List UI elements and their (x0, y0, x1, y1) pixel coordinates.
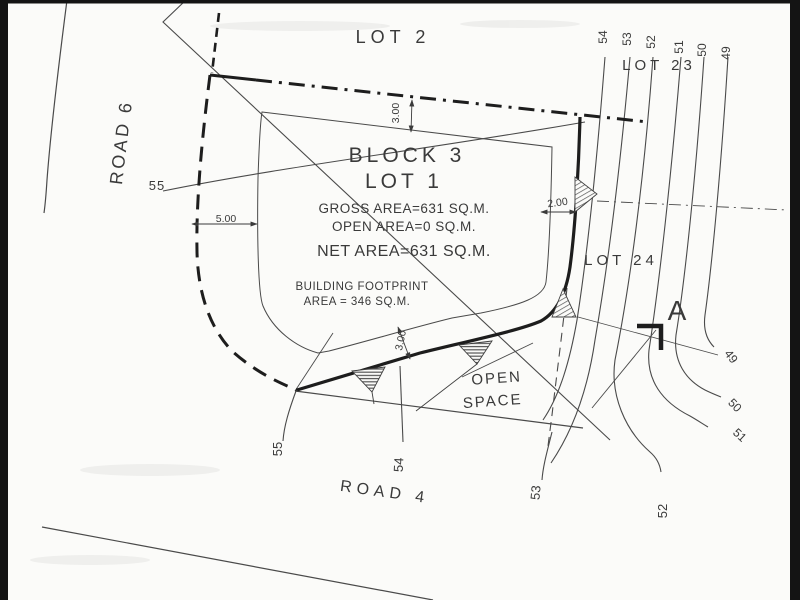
section-a-label: A (668, 295, 687, 326)
road-6-edge-line (43, 0, 68, 214)
section-marker-a (591, 323, 664, 409)
block-3-label: BLOCK 3 (349, 144, 466, 167)
section-a-mark (637, 323, 664, 350)
scan-border-right (790, 0, 800, 600)
contour-top-54-label: 54 (596, 30, 610, 44)
road-4-south-edge-line (41, 526, 434, 600)
scan-border-top (0, 0, 800, 4)
section-a-leader-line (591, 329, 657, 409)
contour-bottom-53-label: 53 (527, 485, 543, 501)
dim-line-3m-top (408, 99, 415, 133)
contour-top-50-label: 50 (695, 43, 709, 57)
dim-200-label: 2.00 (547, 196, 569, 211)
thin-linework (41, 0, 611, 600)
scan-border-left (0, 0, 8, 600)
contour-bottom-52-label: 52 (655, 504, 670, 518)
contour-53-line (550, 56, 631, 464)
open-space-label-2: SPACE (462, 391, 523, 412)
contour-lines (162, 56, 788, 481)
open-space-label-1: OPEN (471, 368, 523, 388)
net-area-label: NET AREA=631 SQ.M. (317, 243, 491, 260)
lot-24-label: LOT 24 (584, 252, 658, 269)
contour-50-line (675, 56, 722, 398)
dim-300-top-label: 3.00 (390, 103, 402, 124)
open-space-divider-line (461, 342, 534, 378)
lot-23-label: LOT 23 (622, 57, 696, 74)
contour-top-52-label: 52 (644, 35, 658, 49)
scan-noise (30, 20, 580, 565)
boundary-north-spur (210, 12, 221, 74)
contour-bottom-55-label: 55 (270, 442, 285, 456)
boundary-north-solid (209, 73, 257, 82)
contour-49-leader-line (577, 316, 719, 356)
entrance-arrow-south-east (458, 340, 493, 365)
contour-49-line (703, 56, 729, 348)
contour-top-49-label: 49 (719, 46, 733, 60)
hatched-markers (351, 176, 598, 412)
lot-2-label: LOT 2 (356, 27, 431, 47)
entrance-arrow-east-upper (574, 176, 598, 213)
entrance-arrow-south-west (351, 366, 386, 393)
contour-52-line (613, 56, 662, 473)
contour-left-55-label: 55 (149, 178, 165, 193)
arrow-leader-1 (371, 391, 375, 405)
open-space-west-line (294, 332, 334, 392)
contour-top-53-label: 53 (620, 32, 634, 46)
building-envelope-outline (257, 111, 553, 354)
contour-55-line (162, 121, 586, 192)
contour-bottom-54-label: 54 (391, 457, 407, 472)
dimension-lines (191, 99, 577, 360)
road-4-north-edge-line (294, 390, 584, 429)
contour-55-dashdot-line (596, 200, 788, 211)
contour-55-bottom-leader (282, 390, 297, 442)
entrance-arrow-east-lower (551, 287, 577, 318)
contour-51-line (648, 56, 709, 428)
footprint-area-label: AREA = 346 SQ.M. (304, 296, 411, 308)
lot-1-label: LOT 1 (365, 170, 443, 193)
building-footprint-label: BUILDING FOOTPRINT (296, 281, 429, 293)
contour-54-line (542, 56, 606, 421)
dim-500-label: 5.00 (216, 213, 237, 225)
dim-300-bottom-label: 3.00 (393, 329, 409, 352)
arrow-leader-2 (415, 363, 478, 412)
contour-53-bottom-leader (541, 431, 553, 481)
open-area-label: OPEN AREA=0 SQ.M. (332, 219, 476, 234)
boundary-west-dashed (195, 74, 298, 392)
gross-area-label: GROSS AREA=631 SQ.M. (319, 201, 490, 216)
contour-54-bottom-leader (399, 365, 404, 443)
contour-top-51-label: 51 (672, 40, 686, 54)
dim-line-3m-bottom (397, 326, 411, 360)
survey-diagonal-line (162, 0, 611, 441)
